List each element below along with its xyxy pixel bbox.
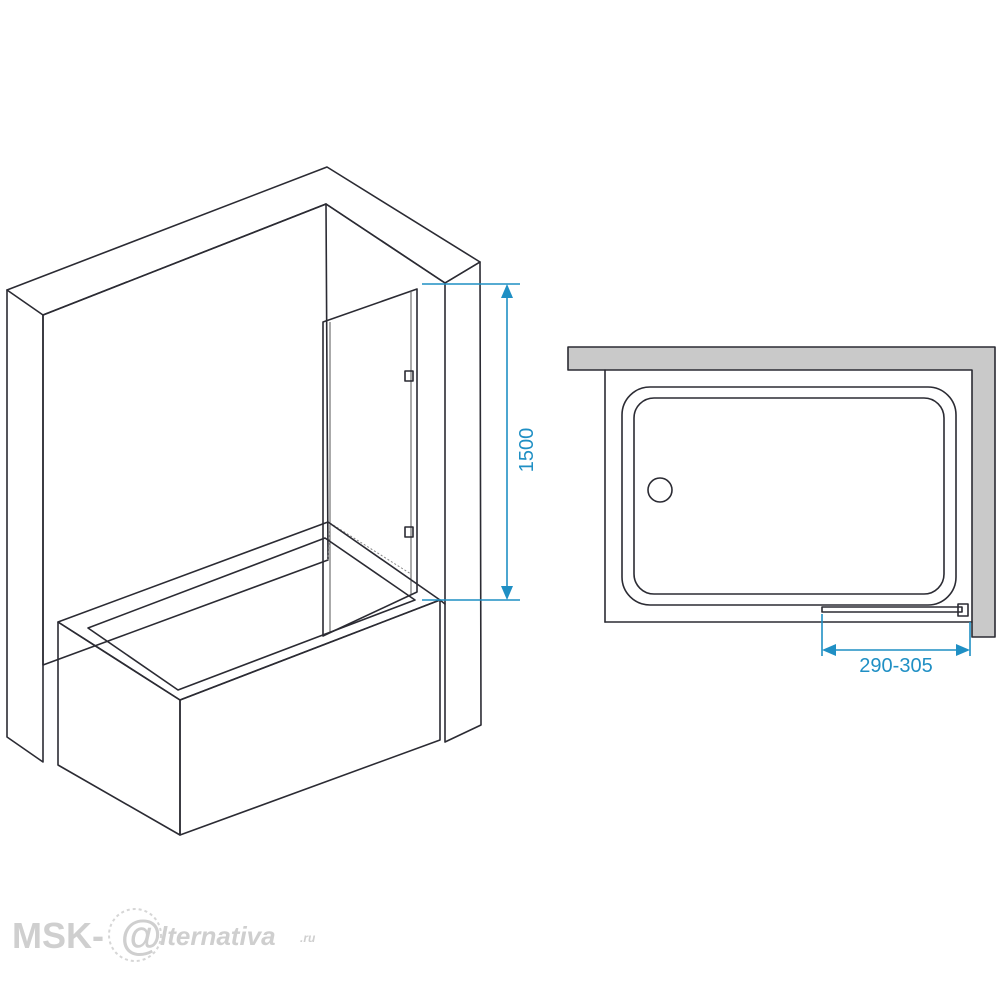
top-view: 290-305 — [567, 346, 996, 677]
top-view-glass-panel — [821, 603, 969, 617]
lower-hinge-icon — [404, 526, 414, 538]
width-dimension-label: 290-305 — [859, 655, 932, 677]
glass-panel — [322, 288, 418, 637]
watermark-suffix: lternativa — [160, 921, 276, 951]
height-dimension-label: 1500 — [516, 428, 538, 473]
bathtub — [57, 521, 446, 836]
height-dimension: 1500 — [422, 283, 538, 601]
isometric-view: 1500 — [6, 166, 538, 836]
upper-hinge-icon — [404, 370, 414, 382]
top-view-wall — [567, 346, 996, 638]
watermark-logo: MSK- @ lternativa .ru — [12, 908, 316, 962]
top-view-bathtub — [621, 386, 957, 606]
watermark-at-glyph: @ — [120, 912, 161, 959]
width-dimension: 290-305 — [821, 614, 971, 677]
back-wall — [6, 166, 481, 763]
side-wall — [325, 203, 482, 743]
top-view-hinge-icon — [957, 603, 969, 617]
watermark-at-ring — [108, 908, 162, 962]
watermark-tld: .ru — [300, 931, 316, 945]
watermark-prefix: MSK- — [12, 915, 104, 956]
drain-icon — [647, 477, 673, 503]
